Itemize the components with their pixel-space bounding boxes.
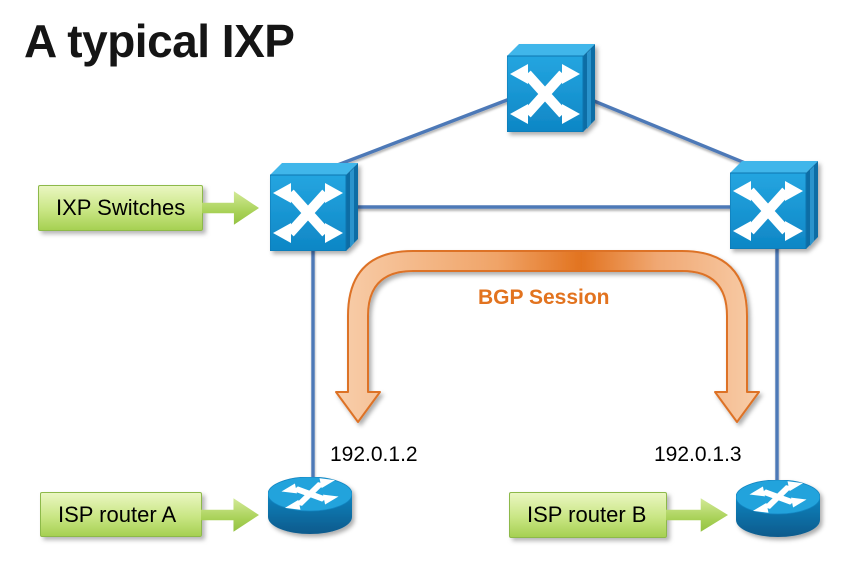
page-title: A typical IXP (24, 15, 295, 67)
ixp-switch-right-icon (730, 161, 818, 249)
callout-ixp-switches-label: IXP Switches (56, 195, 186, 220)
bgp-session-label: BGP Session (478, 286, 610, 309)
bgp-session-arrow-shape (335, 250, 760, 423)
link-top-to-left-switch (312, 90, 530, 176)
callout-isp-router-a: ISP router A (40, 492, 202, 537)
network-links (311, 90, 779, 494)
ixp-switch-left-icon (270, 163, 358, 251)
callout-ixp-switches: IXP Switches (38, 185, 203, 231)
link-top-to-right-switch (570, 90, 774, 176)
ixp-switch-top-icon (507, 44, 595, 132)
router-a-ip-label: 192.0.1.2 (330, 443, 418, 466)
router-b-ip-label: 192.0.1.3 (654, 443, 742, 466)
bgp-session-arrow (335, 250, 760, 423)
callout-isp-router-a-label: ISP router A (58, 501, 177, 527)
isp-router-b-icon (736, 478, 820, 537)
callout-isp-router-b-label: ISP router B (527, 502, 647, 527)
callout-isp-router-b: ISP router B (509, 492, 667, 538)
isp-router-a-icon (268, 475, 352, 534)
